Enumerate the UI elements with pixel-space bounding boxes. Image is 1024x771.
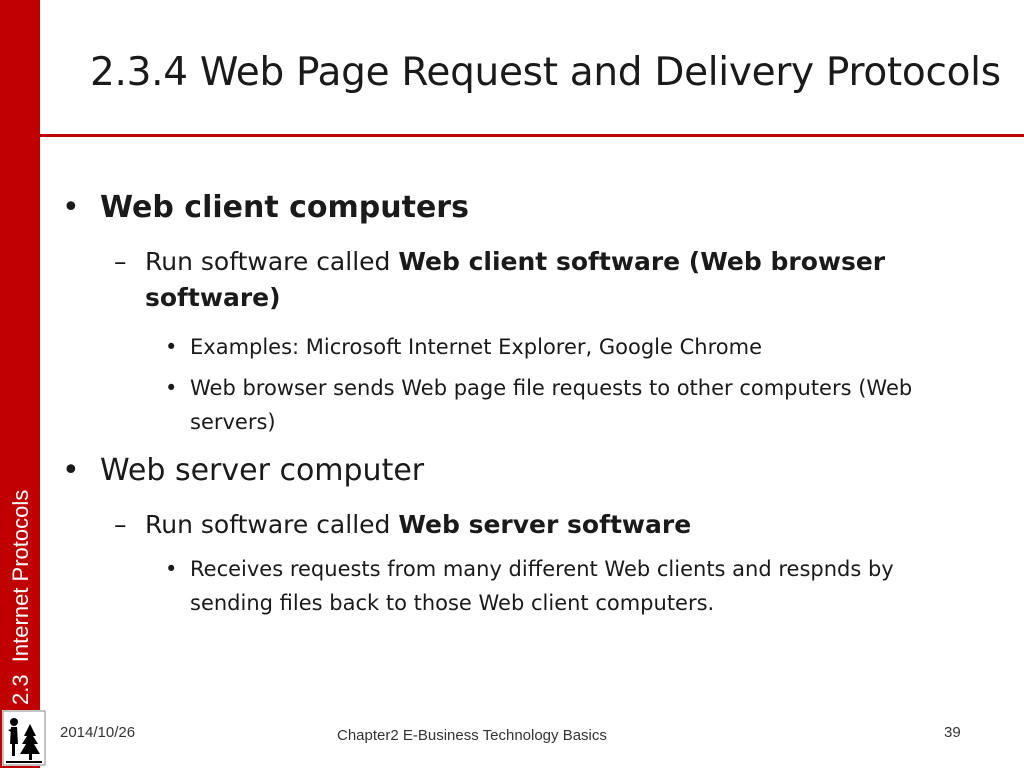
dash-icon: – — [114, 247, 127, 276]
bullet-icon: • — [165, 557, 178, 581]
bullet-text: Web client computers — [100, 190, 469, 225]
logo-icon — [2, 710, 46, 766]
logo — [2, 710, 46, 766]
bullet-text: Run software called Web server software — [145, 510, 692, 539]
bullet-text: Web server computer — [100, 453, 425, 488]
slide-title: 2.3.4 Web Page Request and Delivery Prot… — [90, 50, 1001, 95]
bullet-icon: • — [165, 335, 178, 359]
bullet-text: Run software called Web client software … — [145, 247, 886, 312]
title-divider — [40, 134, 1024, 137]
bullet-icon: • — [62, 453, 80, 488]
footer-date: 2014/10/26 — [60, 724, 136, 741]
footer-chapter: Chapter2 E-Business Technology Basics — [337, 727, 607, 744]
bullet-text: Examples: Microsoft Internet Explorer, G… — [190, 335, 762, 359]
bullet-text: Receives requests from many different We… — [190, 557, 894, 615]
bullet-icon: • — [62, 190, 80, 225]
bullet-icon: • — [165, 376, 178, 400]
sidebar-bar — [0, 0, 40, 768]
page-number: 39 — [944, 724, 961, 741]
bullet-text: Web browser sends Web page file requests… — [190, 376, 913, 434]
dash-icon: – — [114, 510, 127, 539]
